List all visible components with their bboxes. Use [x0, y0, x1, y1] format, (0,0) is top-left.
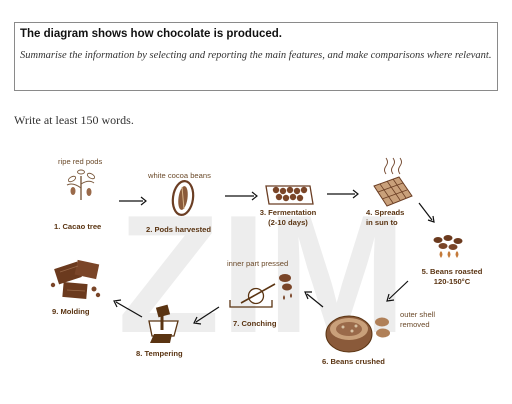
- tempering-icon: [148, 304, 179, 343]
- step-7-label: 7. Conching: [233, 319, 277, 328]
- task-title: The diagram shows how chocolate is produ…: [20, 28, 282, 40]
- arrow-icon: [193, 306, 220, 325]
- step-3-label-line-1: 3. Fermentation: [259, 208, 317, 217]
- annotation-white-beans: white cocoa beans: [148, 171, 211, 180]
- step-6-label: 6. Beans crushed: [322, 357, 385, 366]
- annotation-outer-shell: outer shell removed: [400, 310, 435, 329]
- annotation-outer-shell-line-2: removed: [400, 319, 430, 329]
- step-3-label-line-2: (2-10 days): [268, 217, 308, 227]
- chocolate-bars-icon: [50, 259, 101, 300]
- arrow-icon: [225, 191, 258, 201]
- annotation-inner-part: inner part pressed: [227, 259, 289, 268]
- step-4-label: 4. Spreads in sun to: [366, 208, 404, 227]
- arrow-icon: [113, 299, 143, 318]
- task-prompt-box: The diagram shows how chocolate is produ…: [14, 22, 498, 91]
- arrow-icon: [386, 280, 409, 302]
- step-4-label-line-2: in sun to: [366, 217, 398, 227]
- conching-machine-icon: [229, 274, 292, 308]
- roasted-beans-icon: [433, 235, 463, 258]
- cacao-tree-icon: [66, 169, 96, 200]
- arrow-icon: [304, 291, 324, 308]
- step-2-label: 2. Pods harvested: [146, 225, 211, 234]
- step-1-label: 1. Cacao tree: [54, 222, 102, 231]
- fermentation-box-icon: [265, 185, 314, 205]
- step-8-label: 8. Tempering: [136, 349, 183, 358]
- annotation-outer-shell-line-1: outer shell: [400, 310, 436, 319]
- arrow-icon: [119, 196, 147, 206]
- step-4-label-line-1: 4. Spreads: [366, 208, 405, 217]
- step-5-label: 5. Beans roasted 120-150°C: [412, 267, 492, 286]
- step-9-label: 9. Molding: [52, 307, 90, 316]
- task-instruction: Summarise the information by selecting a…: [20, 50, 492, 61]
- step-5-label-line-1: 5. Beans roasted: [421, 267, 483, 276]
- word-requirement: Write at least 150 words.: [14, 113, 134, 127]
- arrow-icon: [327, 189, 359, 199]
- crushing-bowl-icon: [325, 315, 390, 353]
- step-3-label: 3. Fermentation (2-10 days): [256, 208, 320, 227]
- annotation-ripe-pods: ripe red pods: [58, 157, 103, 166]
- arrow-icon: [418, 202, 435, 223]
- cocoa-pod-icon: [171, 180, 195, 216]
- drying-rack-icon: [373, 157, 413, 207]
- step-5-label-line-2: 120-150°C: [433, 276, 471, 286]
